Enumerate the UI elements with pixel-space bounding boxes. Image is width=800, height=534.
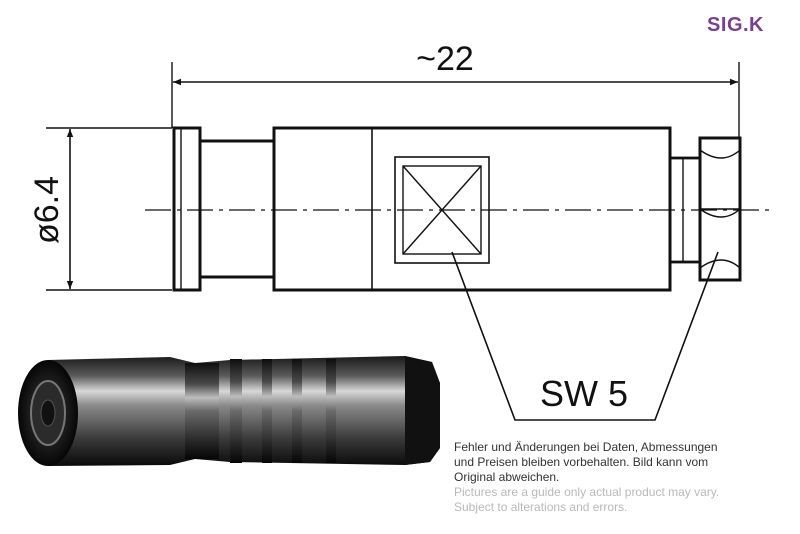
product-photo [18,356,440,466]
wrench-size-leader [451,251,719,421]
diameter-dimension-label: ø6.4 [28,176,66,244]
disclaimer-english-line-1: Pictures are a guide only actual product… [454,485,720,499]
brand-logo: SIG.K [707,14,764,36]
wrench-size-label: SW 5 [540,373,628,414]
disclaimer-german-line-1: Fehler und Änderungen bei Daten, Abmessu… [454,440,718,454]
main-body [272,126,672,292]
disclaimer-german-line-2: und Preisen bleiben vorbehalten. Bild ka… [454,455,709,469]
disclaimer-notes: Fehler und Änderungen bei Daten, Abmessu… [454,440,794,515]
front-neck [198,139,276,279]
technical-drawing [46,62,770,421]
length-dimension-label: ~22 [416,40,474,78]
disclaimer-german-line-3: Original abweichen. [454,470,560,484]
disclaimer-english-line-2: Subject to alterations and errors. [454,500,628,514]
front-flange [172,126,202,292]
